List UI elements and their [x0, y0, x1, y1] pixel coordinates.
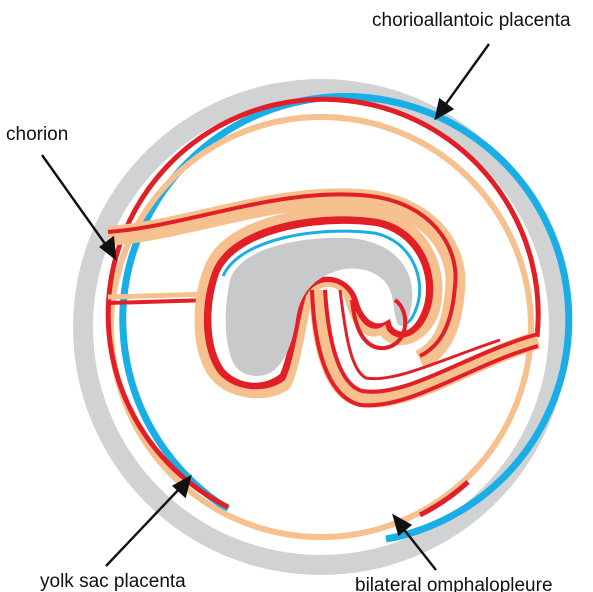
arrow-chorioallantoic: [443, 44, 489, 108]
label-yolk-sac-placenta: yolk sac placenta: [40, 571, 186, 592]
label-chorioallantoic-placenta: chorioallantoic placenta: [372, 10, 571, 31]
amnion-left-band-tan: [108, 294, 210, 297]
label-chorion: chorion: [6, 124, 68, 145]
label-bilateral-omphalopleure: bilateral omphalopleure: [355, 575, 553, 592]
arrow-chorion: [42, 155, 108, 248]
